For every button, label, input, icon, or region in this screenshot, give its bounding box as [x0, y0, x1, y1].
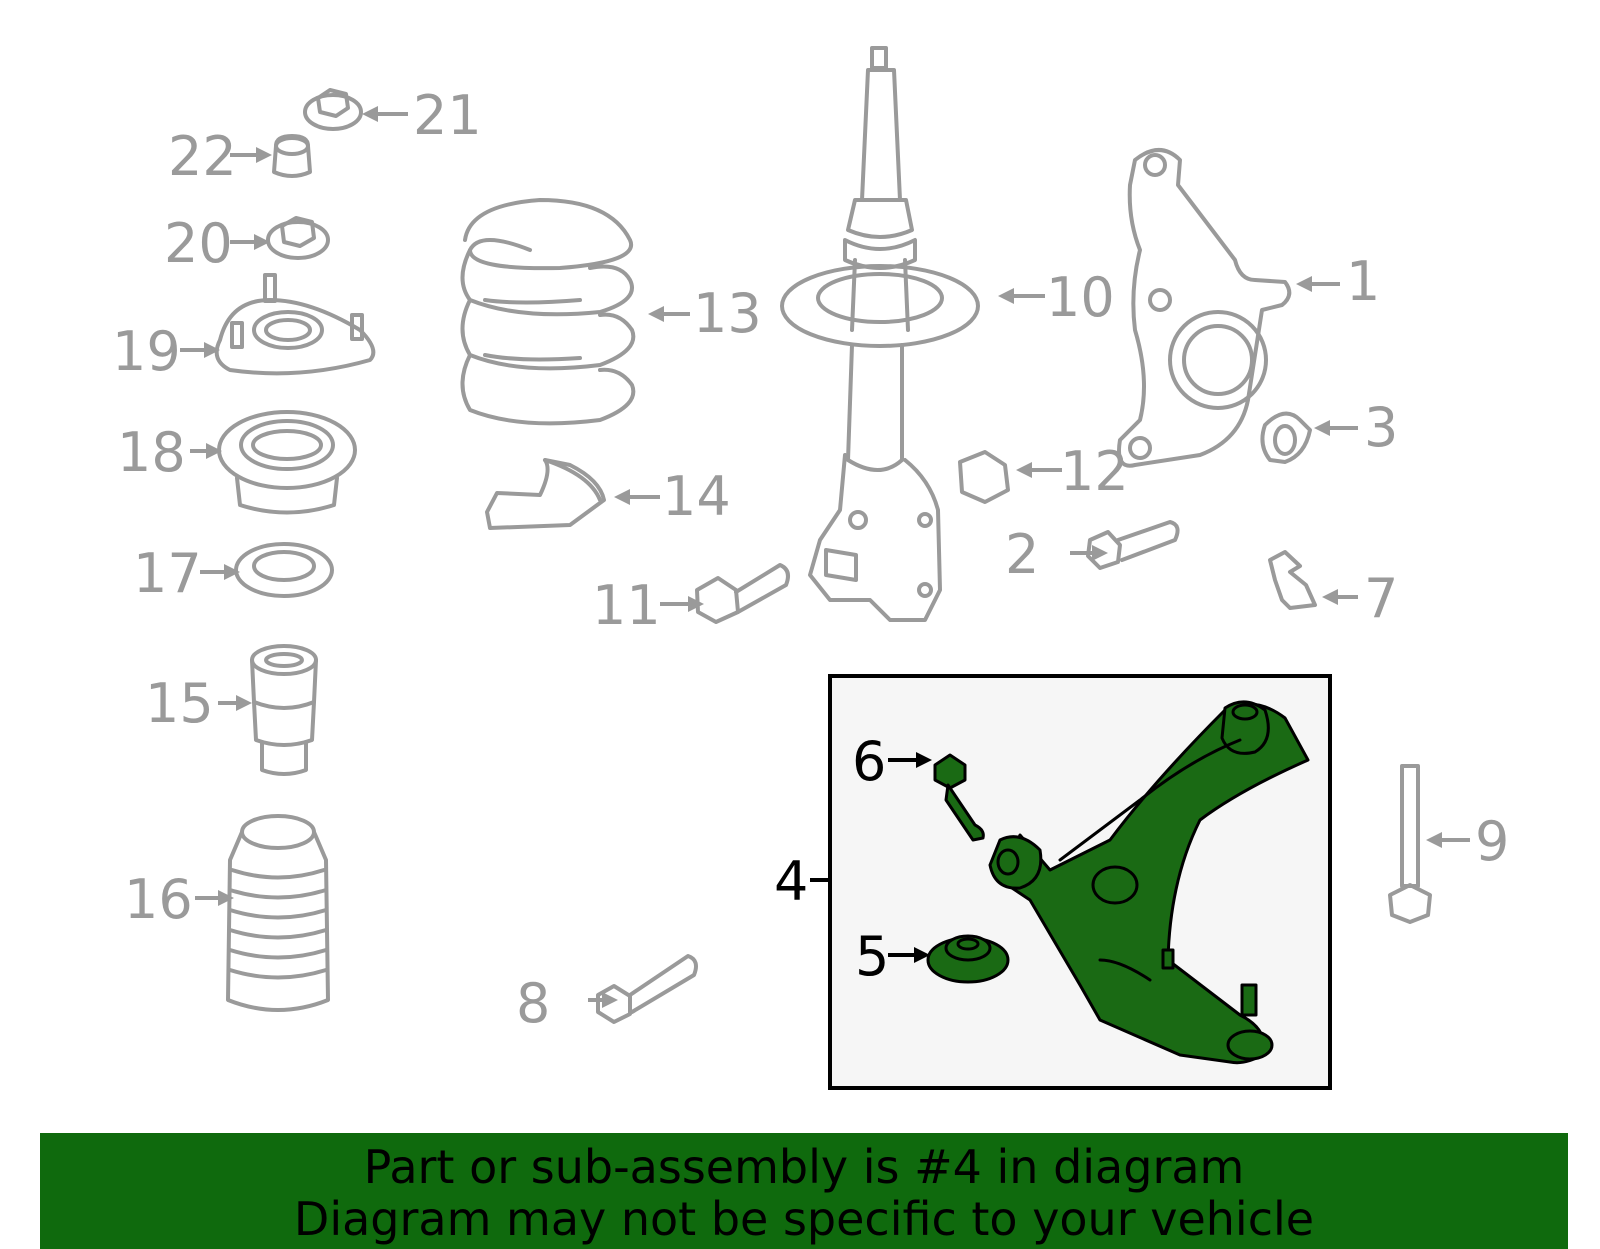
- callout-12: 12: [1060, 440, 1129, 503]
- part-1-knuckle: [1117, 148, 1292, 468]
- callout-20: 20: [164, 212, 233, 275]
- part-6-bolt: [933, 753, 985, 842]
- part-12-nut: [958, 450, 1010, 504]
- part-20-nut: [266, 216, 330, 260]
- part-14-spring-seat: [485, 458, 606, 530]
- notice-banner: Part or sub-assembly is #4 in diagram Di…: [40, 1133, 1568, 1249]
- callout-16: 16: [124, 868, 193, 931]
- callout-5: 5: [855, 925, 889, 988]
- part-13-coil-spring: [460, 198, 636, 426]
- callout-10: 10: [1046, 266, 1115, 329]
- banner-line-2: Diagram may not be specific to your vehi…: [293, 1192, 1315, 1246]
- part-11-bolt: [695, 563, 790, 624]
- callout-14: 14: [662, 465, 731, 528]
- callout-1: 1: [1346, 250, 1380, 313]
- callout-arrows-highlight: [810, 752, 932, 963]
- part-4-control-arm: [988, 700, 1310, 1065]
- part-18-bearing: [217, 410, 357, 515]
- part-21-nut: [303, 88, 363, 131]
- part-10-strut-assembly: [780, 46, 980, 622]
- callout-arrows: [180, 106, 1470, 1008]
- part-2-bolt: [1086, 520, 1180, 570]
- callout-18: 18: [117, 421, 186, 484]
- callout-11: 11: [592, 574, 661, 637]
- callout-17: 17: [133, 542, 202, 605]
- banner-line-1: Part or sub-assembly is #4 in diagram: [363, 1140, 1245, 1194]
- part-3-nut: [1260, 411, 1312, 464]
- callout-21: 21: [413, 84, 482, 147]
- part-19-strut-mount: [214, 273, 376, 376]
- part-7-clip: [1268, 550, 1317, 610]
- callout-9: 9: [1475, 810, 1509, 873]
- callout-22: 22: [168, 125, 237, 188]
- part-17-seat: [234, 542, 334, 598]
- callout-4: 4: [774, 850, 808, 913]
- part-5-bushing: [926, 934, 1010, 984]
- callout-6: 6: [852, 730, 886, 793]
- part-8-bolt: [596, 954, 698, 1024]
- callout-13: 13: [693, 282, 762, 345]
- part-22-cap: [272, 134, 312, 178]
- part-9-bolt: [1388, 764, 1432, 924]
- callout-7: 7: [1364, 567, 1398, 630]
- callout-19: 19: [112, 320, 181, 383]
- callout-3: 3: [1364, 396, 1398, 459]
- part-15-bump-stop: [250, 644, 318, 776]
- part-16-dust-boot: [226, 814, 330, 1012]
- callout-15: 15: [145, 672, 214, 735]
- callout-2: 2: [1005, 523, 1039, 586]
- callout-8: 8: [516, 972, 550, 1035]
